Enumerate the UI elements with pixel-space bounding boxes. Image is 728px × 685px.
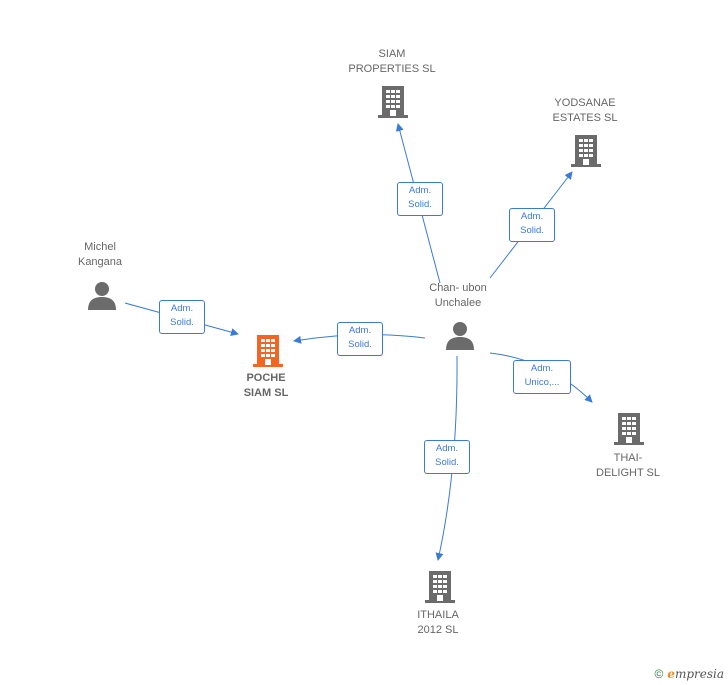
edge-label-chan-poche[interactable]: Adm. Solid. (337, 322, 383, 356)
edge-label-michel-poche[interactable]: Adm. Solid. (159, 300, 205, 334)
node-label-thai-delight[interactable]: THAI- DELIGHT SL (596, 452, 660, 479)
person-icon[interactable] (446, 322, 474, 350)
node-label-chan-ubon-unchalee[interactable]: Chan- ubon Unchalee (429, 282, 487, 309)
edge-label-chan-yodsanae[interactable]: Adm. Solid. (509, 208, 555, 242)
building-icon[interactable] (378, 86, 408, 118)
building-icon-highlight[interactable] (253, 335, 283, 367)
node-label-poche-siam[interactable]: POCHE SIAM SL (243, 372, 289, 399)
brand-name: mpresia (674, 667, 724, 681)
edge-label-chan-thai[interactable]: Adm. Unico,... (513, 360, 571, 394)
brand-logo: empresia (667, 667, 724, 681)
person-icon[interactable] (88, 282, 116, 310)
brand-initial: e (667, 667, 675, 681)
node-label-ithaila-2012[interactable]: ITHAILA 2012 SL (417, 609, 459, 636)
edge-label-chan-siam[interactable]: Adm. Solid. (397, 182, 443, 216)
building-icon[interactable] (571, 135, 601, 167)
building-icon[interactable] (614, 413, 644, 445)
edge-label-chan-ithaila[interactable]: Adm. Solid. (424, 440, 470, 474)
copyright-symbol: © (654, 667, 664, 681)
footer-brand: ©empresia (654, 667, 724, 681)
building-icon[interactable] (425, 571, 455, 603)
node-label-yodsanae-estates[interactable]: YODSANAE ESTATES SL (552, 97, 618, 124)
node-label-michel-kangana[interactable]: Michel Kangana (77, 241, 123, 268)
node-label-siam-properties[interactable]: SIAM PROPERTIES SL (348, 48, 436, 75)
